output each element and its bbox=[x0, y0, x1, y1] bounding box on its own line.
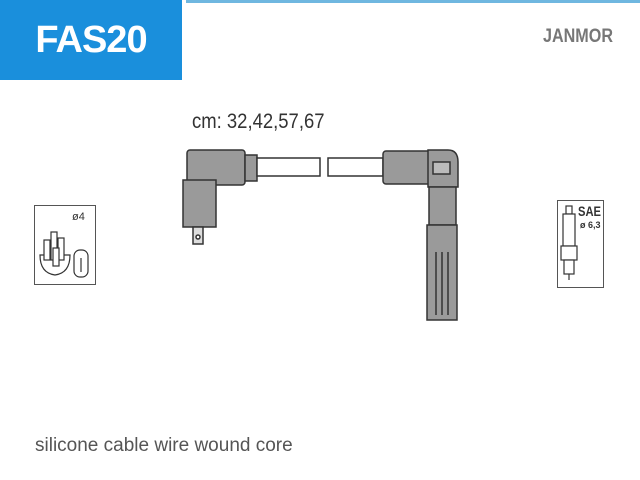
left-boot-collar bbox=[244, 154, 258, 182]
distributor-cap-icon bbox=[39, 231, 89, 278]
cable-lengths: cm: 32,42,57,67 bbox=[192, 110, 325, 133]
right-boot-neck bbox=[428, 186, 457, 226]
cable-right-segment bbox=[327, 157, 384, 177]
right-boot-collar bbox=[382, 150, 436, 185]
product-code-badge bbox=[0, 0, 182, 80]
distributor-spec-panel bbox=[34, 205, 96, 285]
header-divider bbox=[186, 0, 640, 3]
spark-plug-icon bbox=[560, 205, 578, 280]
cable-left-segment bbox=[256, 157, 321, 177]
left-boot-body bbox=[182, 179, 217, 228]
distributor-diameter: ø4 bbox=[72, 211, 85, 223]
product-code: FAS20 bbox=[35, 19, 147, 61]
brand-name: JANMOR bbox=[543, 26, 613, 47]
spark-plug-spec-panel bbox=[557, 200, 604, 288]
product-description: silicone cable wire wound core bbox=[35, 435, 293, 456]
plug-diameter: ø 6,3 bbox=[580, 220, 601, 230]
plug-standard: SAE bbox=[578, 203, 602, 219]
